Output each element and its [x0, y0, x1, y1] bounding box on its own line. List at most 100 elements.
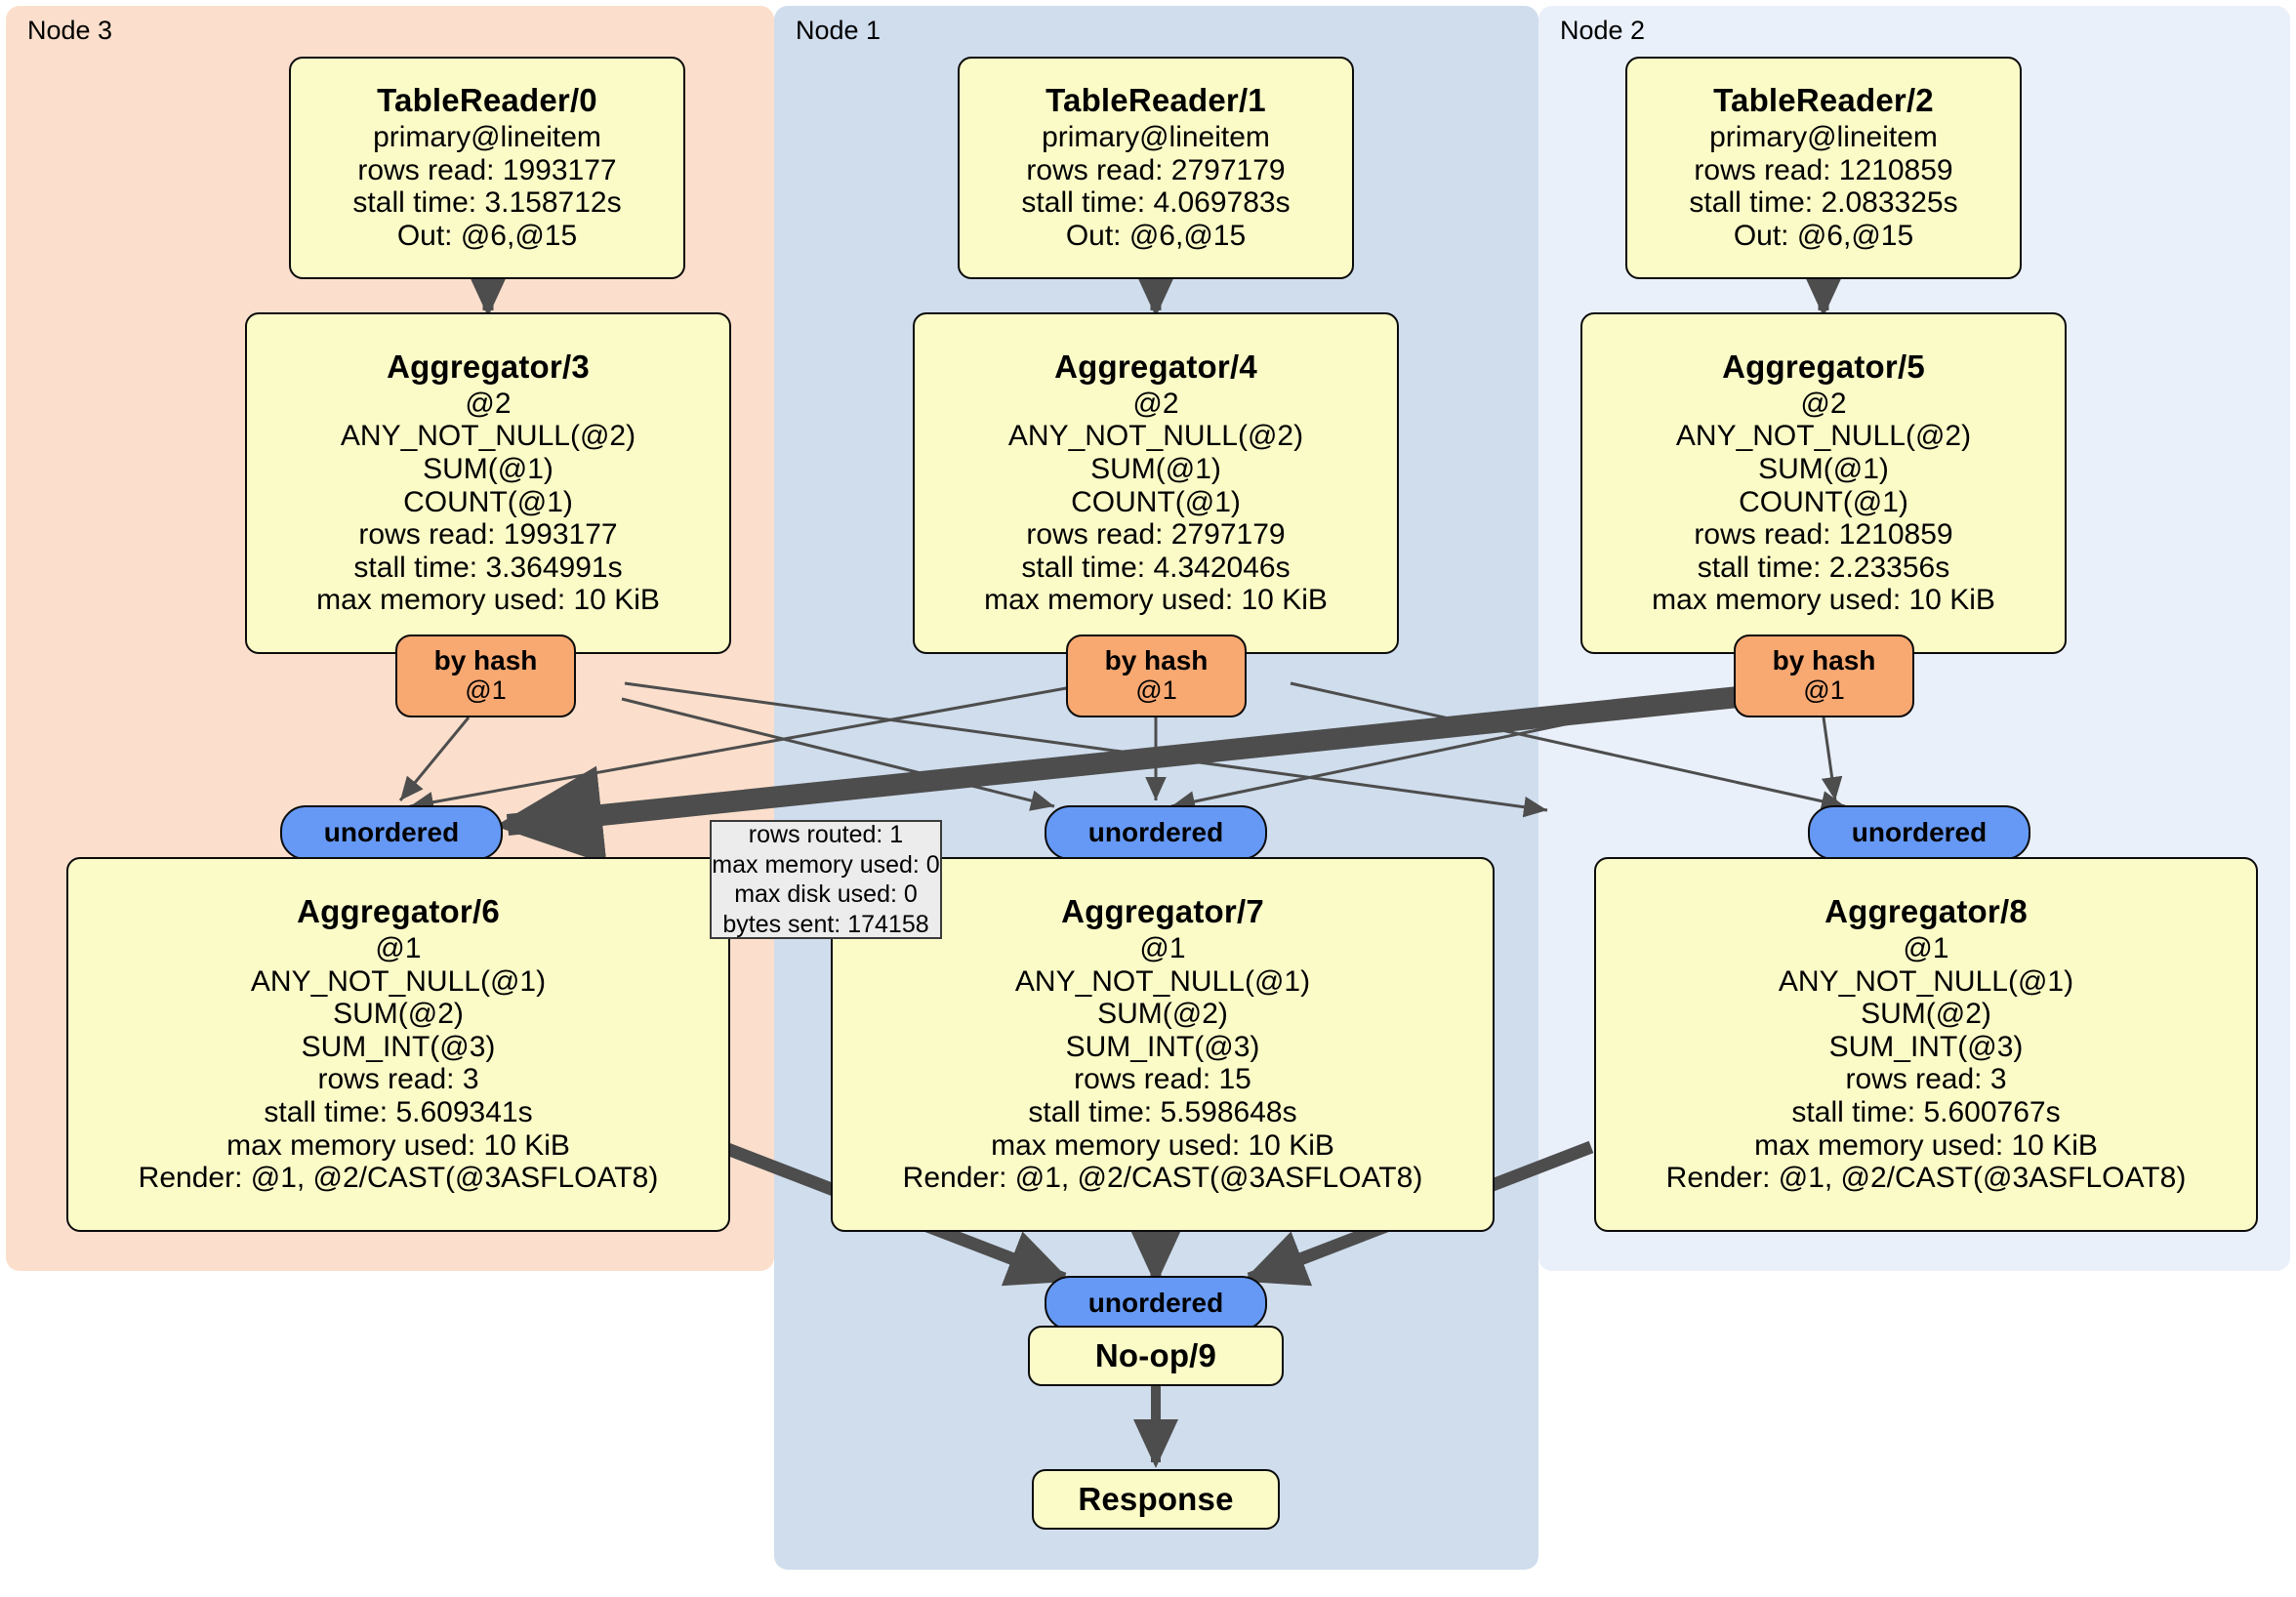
- node-line: @2: [465, 387, 512, 420]
- node-line: rows read: 1210859: [1694, 518, 1953, 552]
- node-title: Aggregator/3: [387, 348, 590, 385]
- node-line: SUM(@1): [1758, 453, 1889, 486]
- node-line: Out: @6,@15: [1065, 220, 1247, 253]
- stat-rows-routed: rows routed: 1: [748, 821, 904, 848]
- node-line: max memory used: 10 KiB: [316, 584, 660, 617]
- node-title: TableReader/2: [1713, 82, 1934, 119]
- node-line: ANY_NOT_NULL(@1): [250, 964, 547, 998]
- cluster-label-node1: Node 1: [796, 16, 882, 45]
- node-line: rows read: 3: [1845, 1063, 2007, 1096]
- synchronizer-label: unordered: [323, 816, 460, 847]
- synchronizer-unordered-6[interactable]: unordered: [280, 805, 503, 860]
- node-line: @1: [1903, 932, 1949, 965]
- node-line: rows read: 1210859: [1694, 153, 1953, 186]
- router-by-hash-3[interactable]: by hash @1: [395, 635, 576, 717]
- node-title: Response: [1078, 1480, 1234, 1517]
- synchronizer-label: unordered: [1087, 816, 1224, 847]
- router-by-hash-4[interactable]: by hash @1: [1066, 635, 1247, 717]
- node-table-reader-0[interactable]: TableReader/0 primary@lineitem rows read…: [289, 57, 685, 279]
- node-line: primary@lineitem: [1709, 121, 1938, 154]
- router-label: by hash: [1772, 645, 1876, 676]
- node-line: SUM(@2): [1097, 998, 1228, 1031]
- node-line: primary@lineitem: [373, 121, 601, 154]
- node-title: Aggregator/6: [297, 893, 500, 930]
- node-line: SUM_INT(@3): [1828, 1030, 2024, 1063]
- node-line: stall time: 2.083325s: [1689, 186, 1958, 220]
- node-title: Aggregator/7: [1061, 893, 1264, 930]
- node-line: Render: @1, @2/CAST(@3ASFLOAT8): [138, 1162, 659, 1195]
- stat-bytes-sent: bytes sent: 174158: [722, 910, 929, 938]
- node-line: SUM_INT(@3): [301, 1030, 496, 1063]
- node-title: TableReader/1: [1046, 82, 1266, 119]
- node-title: Aggregator/5: [1722, 348, 1925, 385]
- node-line: Render: @1, @2/CAST(@3ASFLOAT8): [902, 1162, 1423, 1195]
- node-line: rows read: 3: [317, 1063, 479, 1096]
- node-line: SUM_INT(@3): [1065, 1030, 1260, 1063]
- node-line: stall time: 5.609341s: [264, 1096, 533, 1129]
- node-aggregator-3[interactable]: Aggregator/3 @2 ANY_NOT_NULL(@2) SUM(@1)…: [245, 312, 731, 654]
- node-line: ANY_NOT_NULL(@2): [340, 420, 636, 453]
- node-line: SUM(@2): [1861, 998, 1991, 1031]
- node-line: Render: @1, @2/CAST(@3ASFLOAT8): [1665, 1162, 2187, 1195]
- router-column: @1: [1803, 676, 1845, 706]
- synchronizer-unordered-9[interactable]: unordered: [1045, 1276, 1267, 1331]
- node-line: SUM(@1): [1090, 453, 1221, 486]
- node-response[interactable]: Response: [1032, 1469, 1280, 1530]
- node-line: max memory used: 10 KiB: [1652, 584, 1995, 617]
- node-line: max memory used: 10 KiB: [1754, 1128, 2098, 1162]
- synchronizer-label: unordered: [1851, 816, 1988, 847]
- node-line: SUM(@1): [423, 453, 554, 486]
- node-line: max memory used: 10 KiB: [984, 584, 1328, 617]
- node-line: Out: @6,@15: [396, 220, 578, 253]
- node-title: Aggregator/4: [1054, 348, 1257, 385]
- node-line: COUNT(@1): [1071, 485, 1241, 518]
- node-line: rows read: 2797179: [1026, 153, 1286, 186]
- router-column: @1: [1135, 676, 1177, 706]
- stream-stats-tooltip: rows routed: 1 max memory used: 0 max di…: [710, 820, 942, 939]
- node-line: ANY_NOT_NULL(@2): [1007, 420, 1304, 453]
- node-aggregator-5[interactable]: Aggregator/5 @2 ANY_NOT_NULL(@2) SUM(@1)…: [1580, 312, 2067, 654]
- node-line: stall time: 3.364991s: [353, 551, 623, 584]
- node-no-op-9[interactable]: No-op/9: [1028, 1326, 1284, 1386]
- node-aggregator-4[interactable]: Aggregator/4 @2 ANY_NOT_NULL(@2) SUM(@1)…: [913, 312, 1399, 654]
- router-label: by hash: [1104, 645, 1209, 676]
- node-line: @1: [1139, 932, 1186, 965]
- node-line: max memory used: 10 KiB: [226, 1128, 570, 1162]
- node-aggregator-8[interactable]: Aggregator/8 @1 ANY_NOT_NULL(@1) SUM(@2)…: [1594, 857, 2258, 1232]
- synchronizer-label: unordered: [1087, 1287, 1224, 1318]
- node-line: ANY_NOT_NULL(@1): [1014, 964, 1311, 998]
- node-line: stall time: 5.598648s: [1028, 1096, 1297, 1129]
- node-line: stall time: 4.069783s: [1021, 186, 1291, 220]
- node-line: stall time: 3.158712s: [352, 186, 622, 220]
- node-line: ANY_NOT_NULL(@2): [1675, 420, 1972, 453]
- node-line: COUNT(@1): [403, 485, 573, 518]
- node-line: @2: [1132, 387, 1179, 420]
- node-title: No-op/9: [1094, 1336, 1217, 1373]
- node-line: stall time: 2.23356s: [1697, 551, 1950, 584]
- node-aggregator-6[interactable]: Aggregator/6 @1 ANY_NOT_NULL(@1) SUM(@2)…: [66, 857, 730, 1232]
- node-table-reader-1[interactable]: TableReader/1 primary@lineitem rows read…: [958, 57, 1354, 279]
- node-line: primary@lineitem: [1042, 121, 1270, 154]
- router-by-hash-5[interactable]: by hash @1: [1734, 635, 1914, 717]
- synchronizer-unordered-7[interactable]: unordered: [1045, 805, 1267, 860]
- stat-max-disk-used: max disk used: 0: [734, 880, 918, 908]
- synchronizer-unordered-8[interactable]: unordered: [1808, 805, 2030, 860]
- node-line: rows read: 2797179: [1026, 518, 1286, 552]
- node-line: ANY_NOT_NULL(@1): [1778, 964, 2074, 998]
- node-line: Out: @6,@15: [1733, 220, 1914, 253]
- router-label: by hash: [433, 645, 538, 676]
- node-line: @2: [1800, 387, 1847, 420]
- node-line: @1: [375, 932, 422, 965]
- node-line: rows read: 1993177: [357, 153, 617, 186]
- cluster-label-node2: Node 2: [1560, 16, 1646, 45]
- stat-max-memory-used: max memory used: 0: [712, 850, 940, 879]
- node-line: stall time: 4.342046s: [1021, 551, 1291, 584]
- cluster-label-node3: Node 3: [27, 16, 113, 45]
- node-table-reader-2[interactable]: TableReader/2 primary@lineitem rows read…: [1625, 57, 2022, 279]
- router-column: @1: [465, 676, 507, 706]
- node-line: rows read: 15: [1074, 1063, 1251, 1096]
- node-line: rows read: 1993177: [358, 518, 618, 552]
- node-line: max memory used: 10 KiB: [991, 1128, 1334, 1162]
- node-line: COUNT(@1): [1739, 485, 1908, 518]
